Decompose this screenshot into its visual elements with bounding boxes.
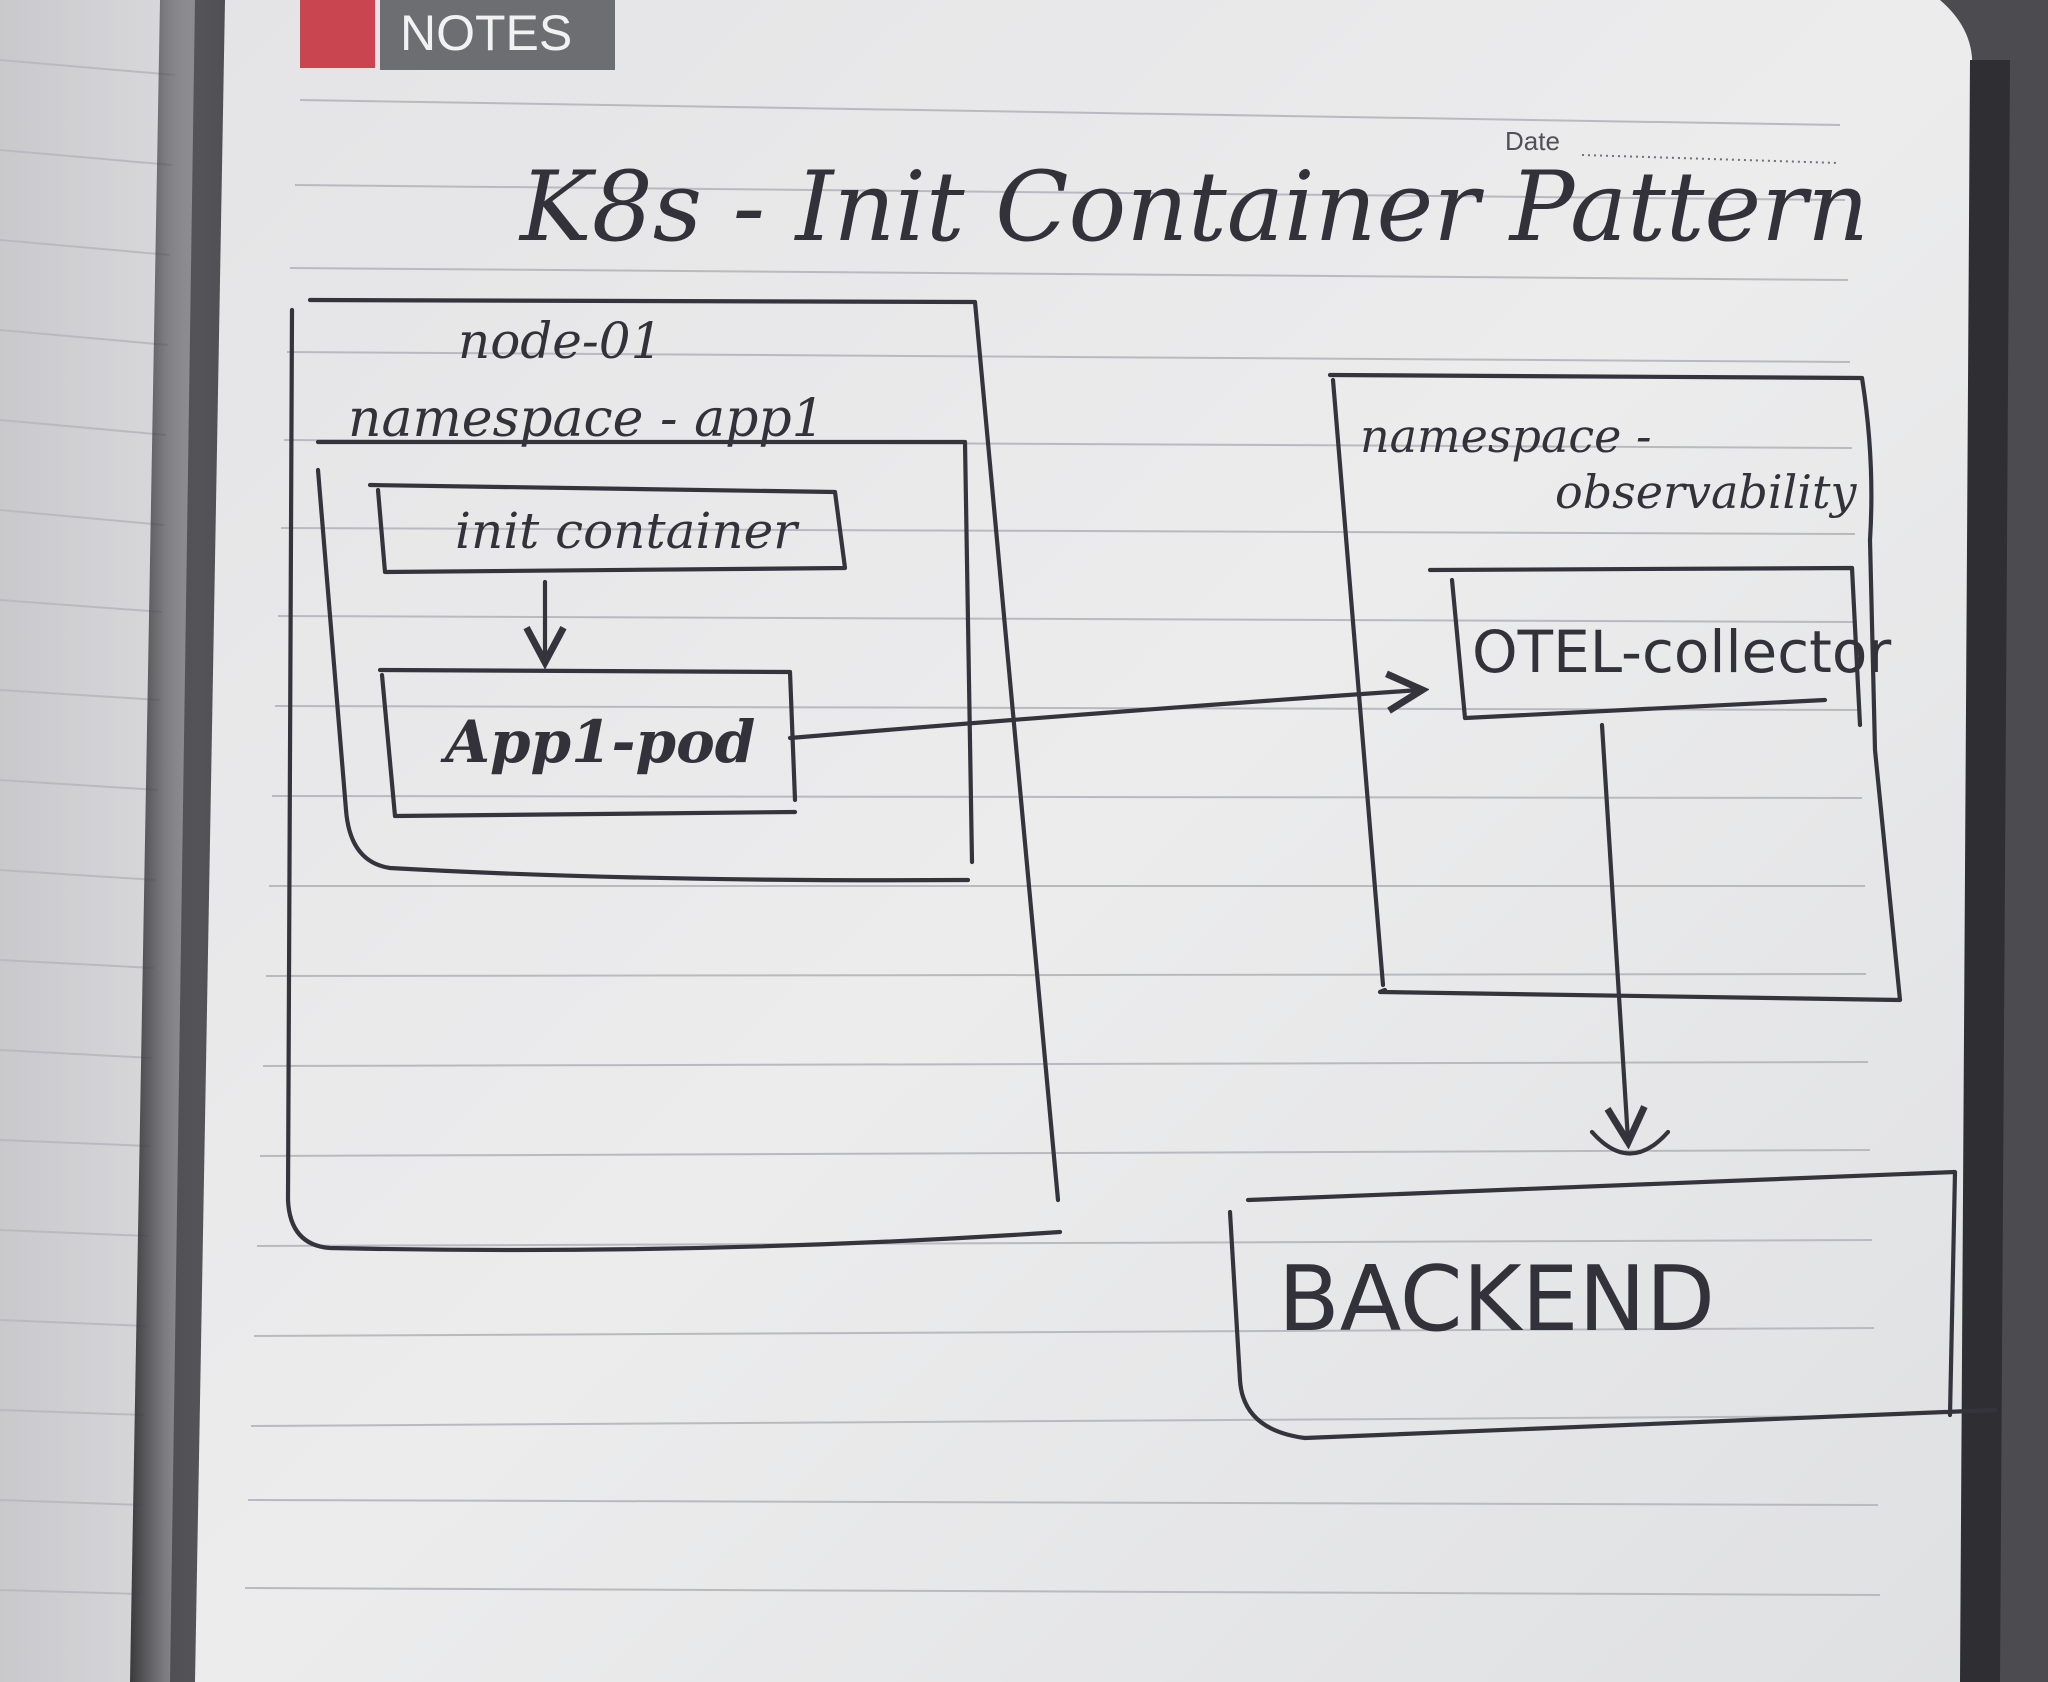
- notes-header-label: NOTES: [400, 5, 572, 61]
- right-page: [195, 0, 1973, 1682]
- node-box: [285, 297, 1063, 1253]
- notes-accent-block: [300, 0, 375, 68]
- otel-collector-box: [1427, 565, 1863, 728]
- diagram-title: K8s - Init Container Pattern: [518, 151, 1869, 263]
- backend-box: [1227, 1169, 1998, 1441]
- namespace-observability-label-line2: observability: [1555, 465, 1857, 519]
- namespace-observability-box: [1327, 372, 1903, 1003]
- notes-header-block: [380, 0, 615, 70]
- app-pod-box: [377, 667, 798, 819]
- date-dotted-line: [1581, 154, 1839, 164]
- init-container-label: init container: [455, 502, 800, 560]
- page-rules: [244, 99, 1881, 1596]
- pod-to-otel-arrow: [787, 690, 1420, 741]
- otel-to-backend-arrow-cap: [1589, 1129, 1671, 1156]
- node-label: node-01: [458, 312, 662, 370]
- otel-collector-label: OTEL-collector: [1472, 618, 1891, 686]
- namespace-app-label: namespace - app1: [348, 389, 825, 449]
- init-container-box: [367, 482, 848, 575]
- backend-label: BACKEND: [1278, 1247, 1715, 1352]
- left-page-rules: [0, 59, 176, 1595]
- app-pod-label: App1-pod: [440, 708, 755, 776]
- date-label: Date: [1505, 126, 1560, 156]
- page-edge-shadow: [1960, 60, 2010, 1682]
- otel-to-backend-arrow: [1599, 722, 1628, 1140]
- namespace-observability-label-line1: namespace -: [1360, 409, 1652, 463]
